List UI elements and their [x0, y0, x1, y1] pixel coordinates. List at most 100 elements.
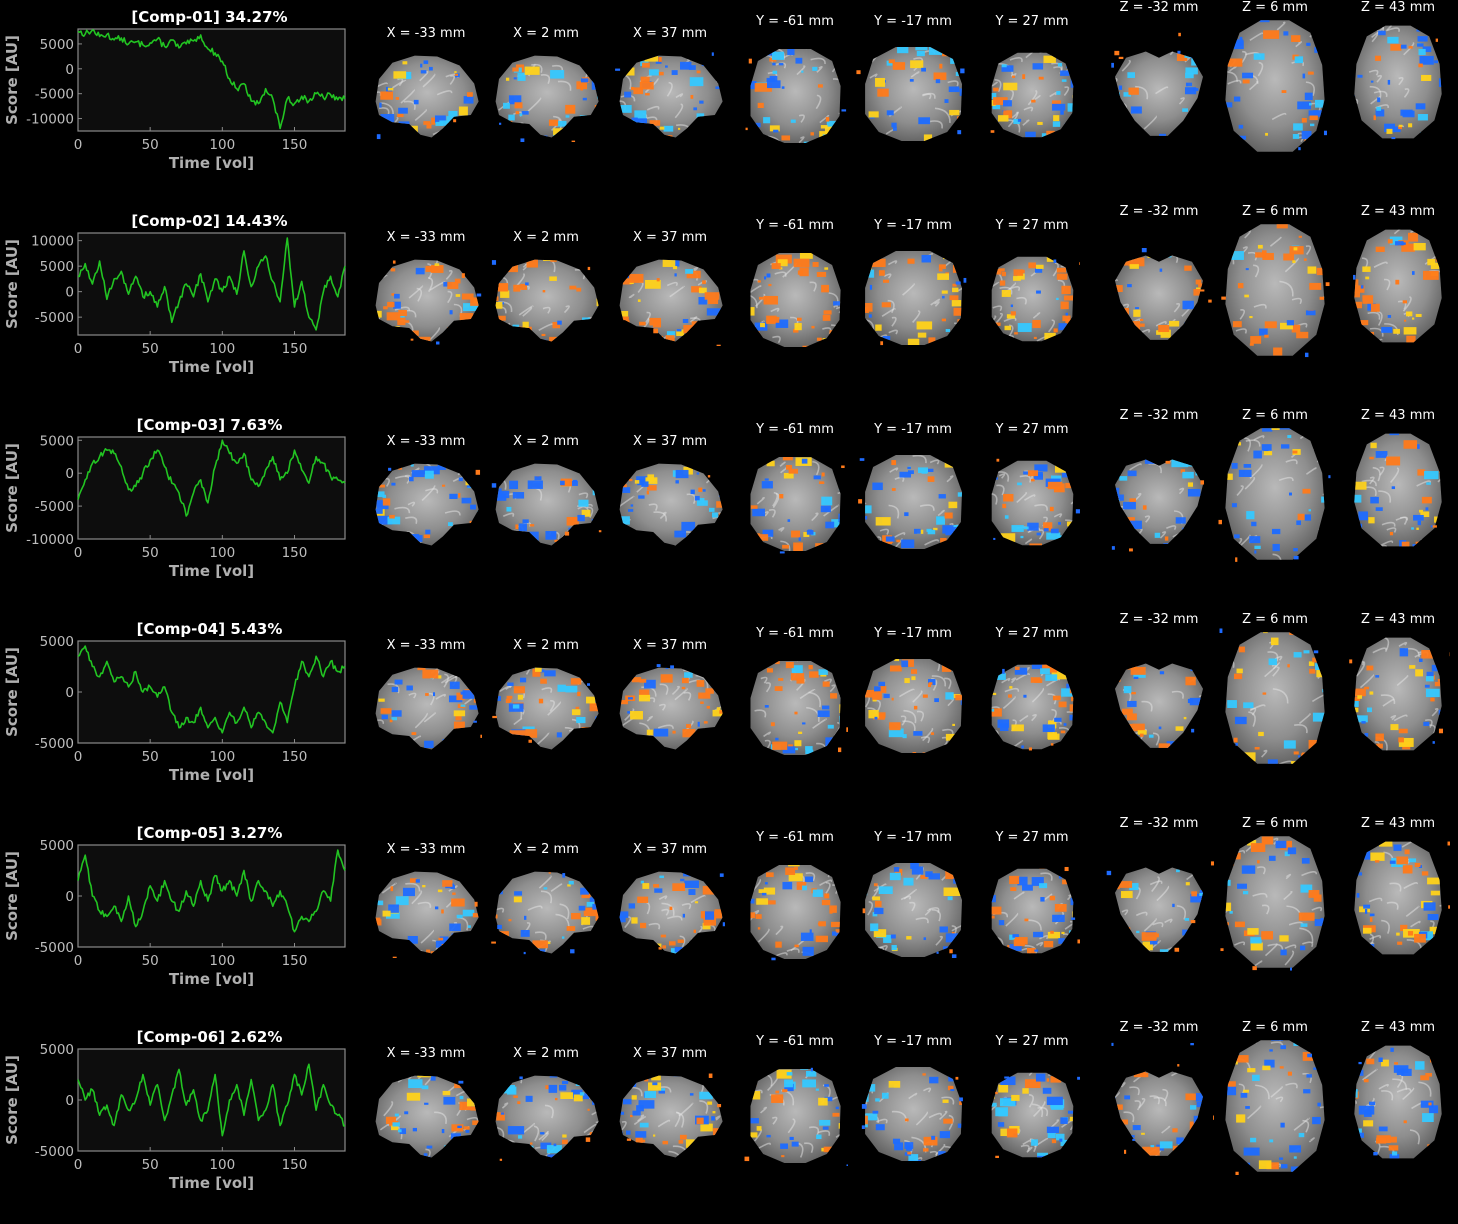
activation-negative: [1069, 715, 1076, 721]
activation-negative: [766, 1135, 770, 1137]
activation-negative: [1045, 674, 1057, 681]
activation-negative: [1426, 482, 1431, 484]
activation-negative: [500, 491, 509, 498]
activation-positive: [672, 731, 675, 734]
activation-positive: [821, 285, 829, 292]
stray-voxel: [826, 117, 829, 121]
activation-negative: [580, 1092, 584, 1095]
brain-slice-image: [1104, 224, 1214, 350]
activation-negative: [825, 522, 834, 529]
slice-coordinate-label: Z = 43 mm: [1328, 204, 1458, 219]
brain-anatomy: [1354, 434, 1441, 547]
y-tick-label: 0: [65, 62, 74, 78]
activation-negative: [984, 913, 988, 917]
activation-positive: [622, 67, 634, 75]
activation-negative: [886, 536, 895, 541]
activation-negative: [1291, 1166, 1305, 1174]
activation-positive: [703, 886, 720, 895]
activation-positive: [661, 674, 673, 682]
activation-negative: [499, 1085, 515, 1093]
activation-positive: [467, 1099, 482, 1107]
activation-positive: [1057, 274, 1068, 280]
activation-positive: [704, 721, 708, 723]
stray-voxel: [1426, 507, 1429, 510]
activation-negative: [513, 492, 524, 499]
stray-voxel: [996, 459, 999, 462]
activation-positive: [651, 1073, 661, 1080]
brain-slice-image: [1346, 226, 1450, 346]
activation-negative: [674, 1072, 685, 1076]
brain-slice-image: [742, 658, 848, 758]
activation-negative: [874, 686, 880, 691]
activation-negative: [1219, 1086, 1236, 1095]
stray-voxel: [1220, 628, 1223, 633]
activation-negative: [804, 142, 813, 146]
activation-positive: [1317, 268, 1328, 275]
activation-positive: [1065, 319, 1075, 324]
activation-negative: [1186, 83, 1192, 87]
stray-voxel: [822, 473, 825, 477]
activation-positive: [1180, 333, 1188, 340]
activation-negative: [1438, 1128, 1443, 1131]
activation-negative: [451, 534, 460, 541]
activation-negative: [1304, 650, 1310, 653]
activation-positive: [650, 120, 661, 126]
stray-voxel: [717, 1104, 721, 1107]
activation-negative: [1400, 110, 1412, 116]
activation-positive: [1359, 320, 1369, 325]
activation-positive: [1357, 695, 1362, 699]
stray-voxel: [1419, 659, 1423, 662]
brain-slice-image: [1216, 424, 1334, 564]
activation-negative: [1347, 1089, 1358, 1098]
activation-positive: [381, 708, 392, 714]
plot-area: [78, 641, 345, 743]
stray-voxel: [959, 1097, 963, 1101]
activation-positive: [449, 335, 463, 343]
stray-voxel: [1235, 1172, 1238, 1175]
activation-positive: [942, 290, 948, 293]
activation-negative: [1400, 648, 1408, 656]
activation-negative: [762, 481, 773, 488]
activation-negative: [519, 523, 527, 531]
brain-slice-image: [742, 46, 848, 146]
x-tick-label: 100: [209, 545, 235, 561]
stray-voxel: [691, 95, 694, 99]
activation-positive: [1386, 457, 1400, 466]
activation-positive: [823, 315, 831, 321]
stray-voxel: [586, 1137, 590, 1141]
stray-voxel: [390, 720, 393, 723]
activation-positive: [924, 1137, 938, 1146]
x-tick-label: 50: [142, 137, 159, 153]
activation-positive: [1112, 675, 1121, 681]
activation-positive: [1259, 1160, 1272, 1169]
activation-negative: [802, 886, 807, 891]
activation-negative: [836, 1107, 839, 1109]
activation-negative: [961, 698, 970, 705]
activation-positive: [1292, 260, 1295, 263]
stray-voxel: [1119, 57, 1124, 59]
component-title: [Comp-05] 3.27%: [137, 824, 283, 842]
activation-negative: [863, 505, 872, 513]
activation-positive: [507, 330, 512, 333]
stray-voxel: [956, 281, 961, 284]
activation-positive: [918, 333, 926, 338]
activation-negative: [408, 936, 418, 944]
activation-positive: [785, 867, 795, 874]
activation-positive: [1364, 1079, 1369, 1082]
activation-negative: [913, 731, 922, 736]
activation-negative: [964, 489, 970, 498]
y-tick-label: 5000: [40, 259, 74, 275]
y-tick-label: 5000: [40, 838, 74, 854]
activation-positive: [686, 724, 691, 728]
activation-positive: [1403, 865, 1413, 873]
activation-negative: [780, 1143, 788, 1148]
activation-positive: [525, 940, 529, 942]
activation-positive: [786, 662, 794, 668]
stray-voxel: [1401, 242, 1405, 244]
x-tick-label: 0: [74, 1157, 83, 1173]
stray-voxel: [746, 128, 748, 130]
activation-negative: [1003, 100, 1012, 106]
activation-positive: [379, 485, 385, 488]
brain-anatomy: [1225, 428, 1324, 560]
